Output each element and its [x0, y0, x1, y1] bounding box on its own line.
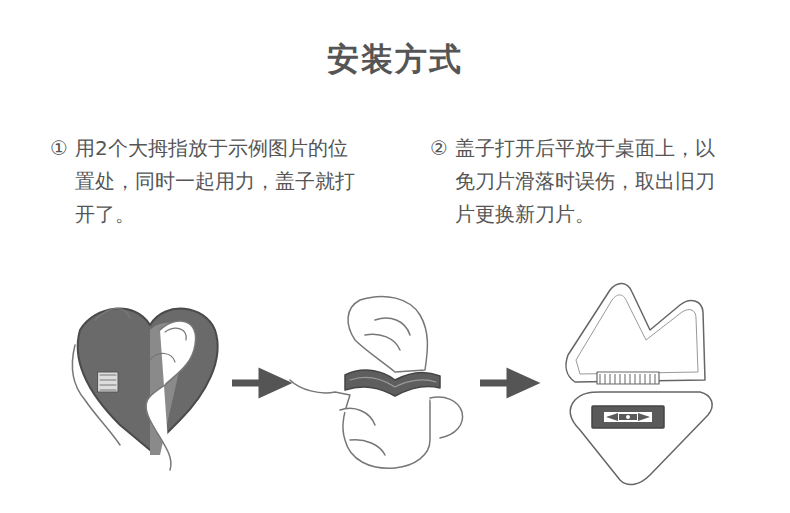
figure-blade [566, 283, 712, 484]
step-number: ② [430, 132, 456, 165]
figure-open [290, 296, 463, 468]
step-arrow [232, 373, 284, 393]
figure-press [72, 308, 217, 470]
page-title: 安装方式 [0, 38, 790, 82]
step-text: 用2个大拇指放于示例图片的位置处，同时一起用力，盖子就打开了。 [75, 132, 367, 231]
step-text: 盖子打开后平放于桌面上，以免刀片滑落时误伤，取出旧刀片更换新刀片。 [455, 132, 731, 231]
step-arrow [480, 373, 532, 393]
step-number: ① [50, 132, 76, 165]
